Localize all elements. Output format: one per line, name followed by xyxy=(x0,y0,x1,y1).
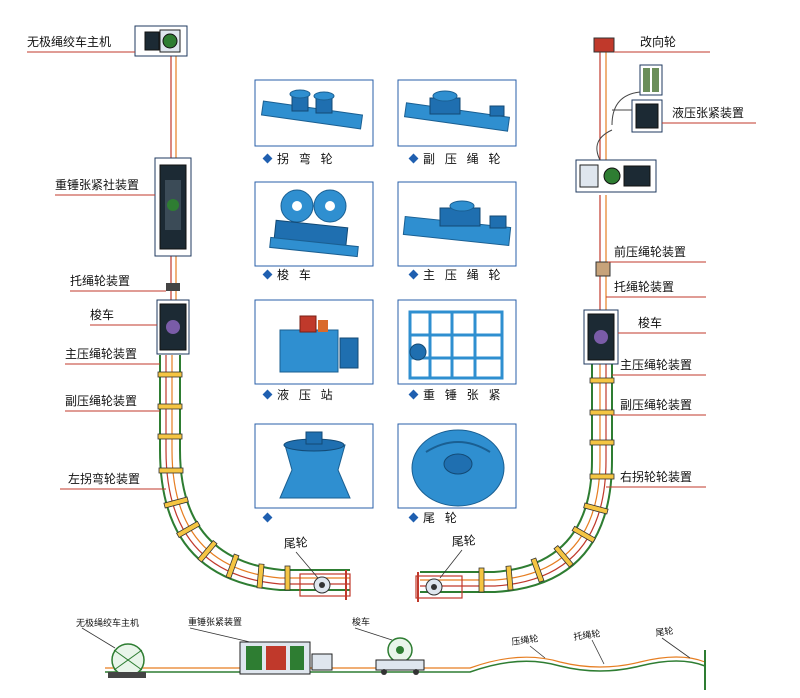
photo-tail-wheel xyxy=(397,423,517,509)
photo-aux-press-wheel xyxy=(397,79,517,147)
label-tail-left: 尾轮 xyxy=(283,535,308,551)
left-rope-support xyxy=(166,283,180,291)
label-bottom-support: 托绳轮 xyxy=(573,627,601,643)
right-shuttle-car xyxy=(583,309,619,365)
hydraulic-tension-device xyxy=(611,64,663,133)
photo-hydraulic-station xyxy=(254,299,374,385)
label-shuttle-left: 梭车 xyxy=(90,307,114,322)
left-tail-wheel xyxy=(299,570,351,600)
label-bottom-press: 压绳轮 xyxy=(511,632,539,648)
right-roller-set xyxy=(478,377,615,593)
caption-hydraulic-station: 液 压 站 xyxy=(277,387,336,402)
left-track xyxy=(157,52,351,600)
bottom-main-machine xyxy=(108,643,146,678)
label-rope-support-left: 托绳轮装置 xyxy=(70,274,130,288)
bottom-counterweight xyxy=(239,641,333,675)
counterweight-tension-device xyxy=(154,157,192,257)
right-leaders xyxy=(606,51,756,488)
label-hydraulic-tension: 液压张紧装置 xyxy=(672,105,744,120)
label-main-press-right: 主压绳轮装置 xyxy=(620,358,692,372)
caption-main-press: 主 压 绳 轮 xyxy=(423,268,503,282)
right-track xyxy=(415,48,615,602)
label-redirect: 改向轮 xyxy=(640,34,676,49)
label-main-winch: 无极绳绞车主机 xyxy=(27,34,111,49)
photo-shuttle-car xyxy=(254,181,374,267)
label-bottom-shuttle: 梭车 xyxy=(352,616,370,628)
right-drive-unit xyxy=(575,129,657,193)
label-right-bend: 右拐轮轮装置 xyxy=(620,469,692,484)
label-aux-press-right: 副压绳轮装置 xyxy=(620,398,692,412)
photo-main-press-wheel xyxy=(397,181,517,267)
right-tail-wheel xyxy=(415,572,463,602)
label-front-press: 前压绳轮装置 xyxy=(614,244,686,259)
label-left-bend: 左拐弯轮装置 xyxy=(68,471,140,486)
bottom-side-view xyxy=(81,627,706,690)
left-roller-set xyxy=(157,371,291,591)
left-leaders xyxy=(27,51,166,490)
photo-grid xyxy=(254,79,517,509)
label-main-press-left: 主压绳轮装置 xyxy=(65,347,137,361)
caption-tail-wheel: 尾 轮 xyxy=(423,511,460,525)
photo-captions: 拐 弯 轮 副 压 绳 轮 梭 车 主 压 绳 轮 液 压 站 重 锤 张 紧 … xyxy=(262,151,503,525)
redirect-wheel xyxy=(593,37,615,53)
label-shuttle-right: 梭车 xyxy=(638,315,662,330)
photo-rope-wheel xyxy=(254,423,374,509)
main-winch-machine xyxy=(134,25,188,57)
caption-bend-wheel: 拐 弯 轮 xyxy=(277,151,336,166)
caption-shuttle: 梭 车 xyxy=(277,267,314,282)
left-shuttle-car xyxy=(156,299,190,355)
label-tail-right: 尾轮 xyxy=(451,533,476,549)
bottom-shuttle xyxy=(375,637,425,675)
label-bottom-main-machine: 无极绳绞车主机 xyxy=(76,617,139,629)
caption-counterweight: 重 锤 张 紧 xyxy=(423,387,503,402)
photo-counterweight-tension xyxy=(397,299,517,385)
label-rope-support-right: 托绳轮装置 xyxy=(614,280,674,294)
photo-bend-wheel xyxy=(254,79,374,147)
label-aux-press-left: 副压绳轮装置 xyxy=(65,394,137,408)
caption-aux-press: 副 压 绳 轮 xyxy=(423,152,503,166)
label-bottom-tail: 尾轮 xyxy=(655,625,675,639)
label-counterweight: 重锤张紧社装置 xyxy=(55,177,139,192)
front-press-wheel xyxy=(595,261,611,277)
label-bottom-counterweight: 重锤张紧装置 xyxy=(188,616,242,628)
